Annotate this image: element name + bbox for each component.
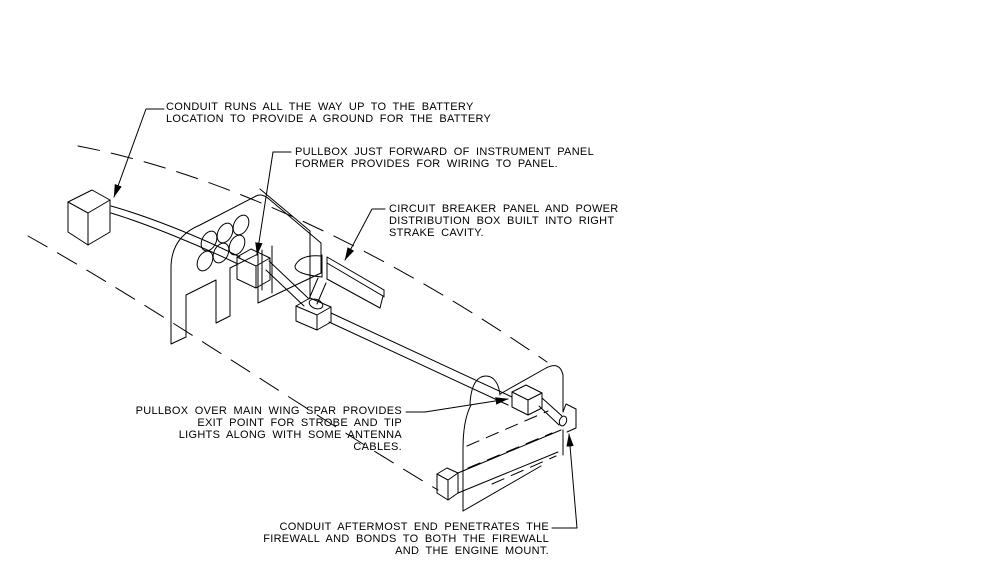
battery-ground-conduit (111, 206, 240, 264)
note-line: CIRCUIT BREAKER PANEL AND POWER (389, 203, 619, 215)
panel-edge-lines (262, 246, 272, 293)
battery-box (68, 190, 110, 245)
note-line: LOCATION TO PROVIDE A GROUND FOR THE BAT… (166, 113, 492, 125)
wing-spar-hump (470, 376, 500, 404)
leader-lines (114, 109, 577, 528)
note-line: AND THE ENGINE MOUNT. (395, 545, 549, 557)
conduit-aft-run (329, 313, 512, 405)
conduit-aft-end (539, 398, 568, 427)
note-line: FIREWALL AND BONDS TO BOTH THE FIREWALL (263, 533, 549, 545)
leader-panel-pullbox (255, 152, 291, 256)
engine-mount-rail (437, 430, 561, 500)
firewall-penetration (563, 404, 576, 432)
note-line: PULLBOX JUST FORWARD OF INSTRUMENT PANEL (295, 146, 594, 158)
firewall-bulkhead (463, 366, 576, 511)
note-line: EXIT POINT FOR STROBE AND TIP (197, 417, 402, 429)
circuit-breaker-panel (295, 255, 384, 311)
instrument-panel-former (171, 189, 321, 344)
note-firewall-conduit: CONDUIT AFTERMOST END PENETRATES THE FIR… (263, 521, 549, 557)
note-line: CONDUIT AFTERMOST END PENETRATES THE (279, 521, 549, 533)
spar-pullbox (512, 385, 542, 415)
note-line: PULLBOX OVER MAIN WING SPAR PROVIDES (135, 405, 402, 417)
note-breaker-panel: CIRCUIT BREAKER PANEL AND POWER DISTRIBU… (389, 203, 619, 239)
note-line: DISTRIBUTION BOX BUILT INTO RIGHT (389, 215, 615, 227)
note-line: CABLES. (353, 441, 402, 453)
distribution-pullbox (296, 298, 331, 330)
leader-spar-pullbox (406, 397, 509, 412)
leader-battery (114, 109, 164, 198)
strake-hidden-lines (467, 411, 556, 484)
leader-breaker-panel (345, 209, 385, 260)
instrument-holes (194, 212, 252, 273)
note-battery-conduit: CONDUIT RUNS ALL THE WAY UP TO THE BATTE… (166, 101, 491, 125)
firewall-bottom-edge (463, 466, 541, 511)
note-line: FORMER PROVIDES FOR WIRING TO PANEL. (295, 158, 558, 170)
note-spar-pullbox: PULLBOX OVER MAIN WING SPAR PROVIDES EXI… (136, 405, 402, 453)
note-line: CONDUIT RUNS ALL THE WAY UP TO THE BATTE… (166, 101, 474, 113)
fuselage-outline-dashed (28, 146, 547, 490)
note-line: STRAKE CAVITY. (389, 227, 484, 239)
conduit-forward-run (266, 261, 308, 306)
breaker-panel-feed-tube (308, 278, 326, 311)
panel-pullbox (237, 249, 270, 288)
note-line: LIGHTS ALONG WITH SOME ANTENNA (178, 429, 402, 441)
note-panel-pullbox: PULLBOX JUST FORWARD OF INSTRUMENT PANEL… (295, 146, 594, 170)
leader-firewall (552, 433, 577, 528)
